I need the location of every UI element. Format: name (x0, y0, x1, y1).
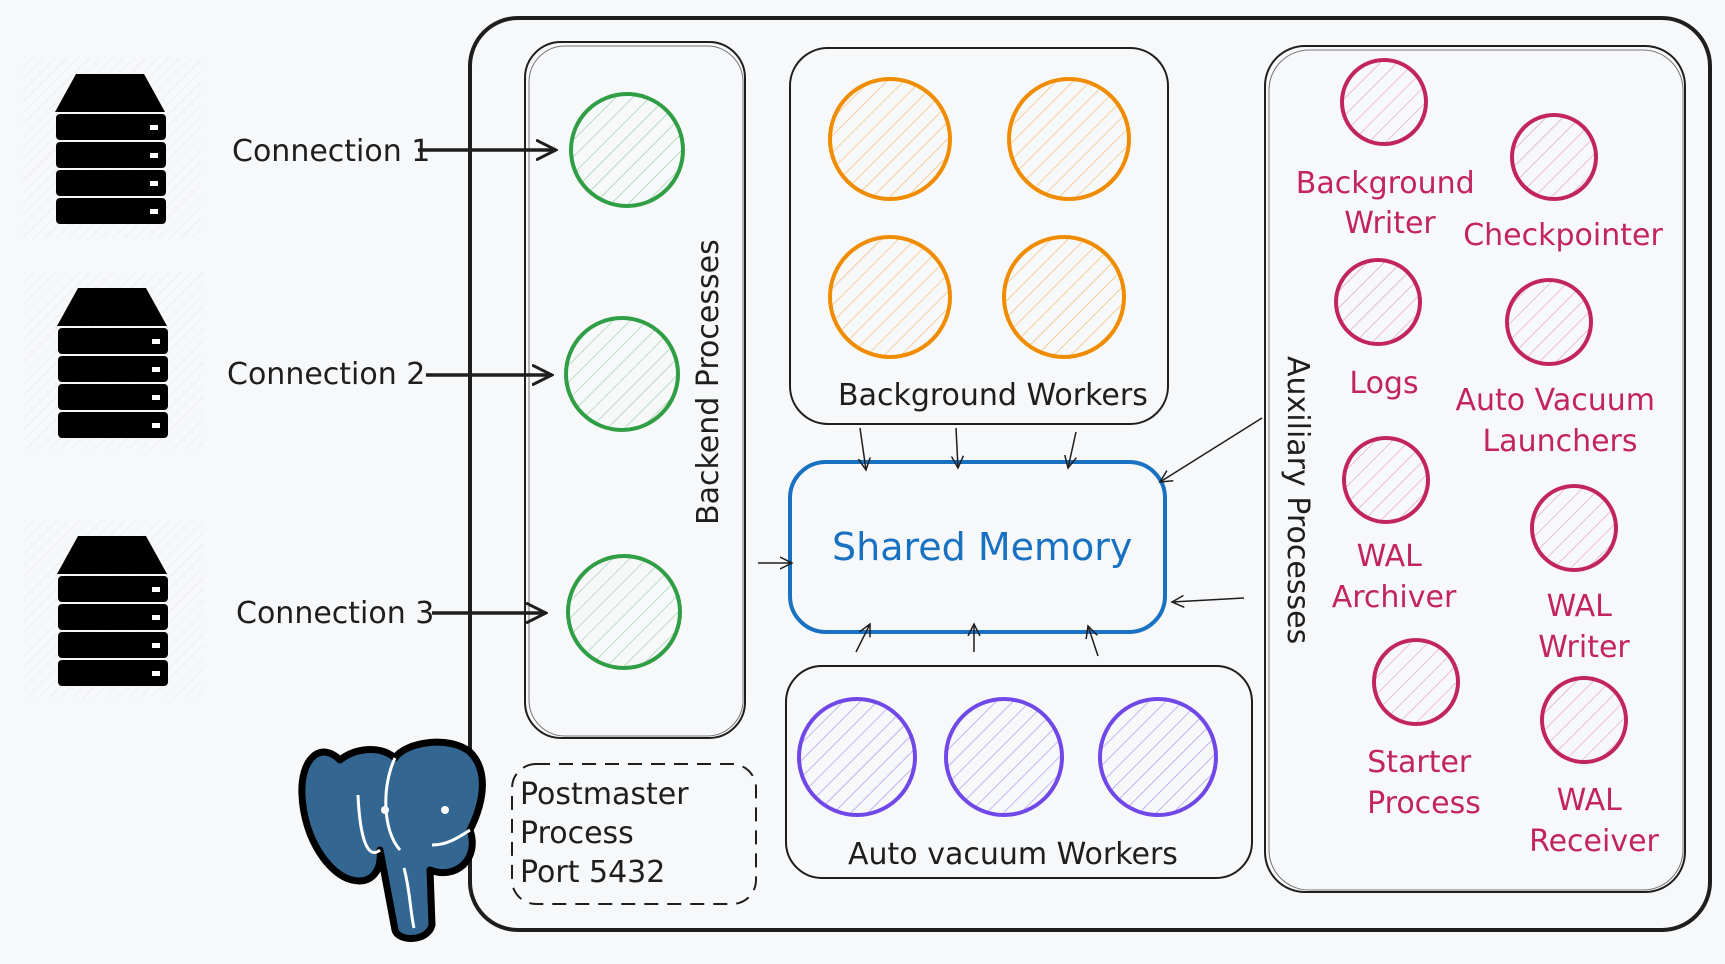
auxiliary-process-circle (1372, 638, 1460, 726)
client-server-2 (24, 272, 204, 450)
auto-vacuum-workers-group: Auto vacuum Workers (785, 665, 1253, 879)
connection-3-label: Connection 3 (236, 596, 434, 631)
auto-vacuum-worker-circle (797, 697, 917, 817)
auto-vacuum-launchers-label: Auto Vacuum Launchers (1455, 383, 1664, 459)
backend-processes-group: Backend Processes (524, 41, 746, 739)
background-worker-circle (828, 77, 952, 201)
auto-vacuum-worker-circle (1098, 697, 1218, 817)
connection-1-label: Connection 1 (232, 134, 430, 169)
server-icon (55, 74, 166, 224)
auxiliary-process-circle (1505, 278, 1593, 366)
starter-process-label: Starter Process (1367, 745, 1481, 821)
background-writer-label: Background Writer (1296, 166, 1485, 241)
shared-memory-arrows (758, 417, 1263, 657)
background-workers-group: Background Workers (789, 47, 1169, 425)
wal-receiver-label: WAL Receiver (1529, 783, 1659, 859)
auxiliary-process-circle (1510, 113, 1598, 201)
auxiliary-process-circle (1340, 58, 1428, 146)
backend-process-circle (566, 554, 682, 670)
postmaster-label: Postmaster Process Port 5432 (520, 777, 698, 890)
background-worker-circle (828, 235, 952, 359)
postmaster-process-box: Postmaster Process Port 5432 (511, 763, 757, 905)
logs-label: Logs (1349, 366, 1418, 401)
connection-2-label: Connection 2 (227, 357, 425, 392)
shared-memory-box: Shared Memory (788, 460, 1167, 634)
auxiliary-processes-label: Auxiliary Processes (1280, 356, 1315, 644)
auxiliary-process-circle (1530, 484, 1618, 572)
backend-processes-label: Backend Processes (691, 239, 726, 525)
background-worker-circle (1007, 77, 1131, 201)
server-icon (57, 288, 168, 438)
postgresql-elephant-icon (298, 738, 486, 942)
wal-writer-label: WAL Writer (1538, 589, 1630, 665)
auxiliary-process-circle (1342, 436, 1430, 524)
shared-memory-label: Shared Memory (832, 525, 1132, 569)
checkpointer-label: Checkpointer (1463, 218, 1663, 253)
client-server-1 (22, 58, 202, 238)
background-worker-circle (1002, 235, 1126, 359)
server-icon (57, 536, 168, 686)
wal-archiver-label: WAL Archiver (1332, 539, 1457, 615)
auxiliary-process-circle (1334, 258, 1422, 346)
background-workers-label: Background Workers (838, 378, 1148, 413)
backend-process-circle (564, 316, 680, 432)
auxiliary-processes-group: Auxiliary Processes Background Writer Ch… (1264, 45, 1686, 893)
auto-vacuum-worker-circle (944, 697, 1064, 817)
auxiliary-process-circle (1540, 676, 1628, 764)
client-server-3 (24, 520, 204, 698)
postgres-server-frame (468, 16, 1712, 932)
backend-process-circle (569, 92, 685, 208)
auto-vacuum-workers-label: Auto vacuum Workers (848, 837, 1178, 872)
